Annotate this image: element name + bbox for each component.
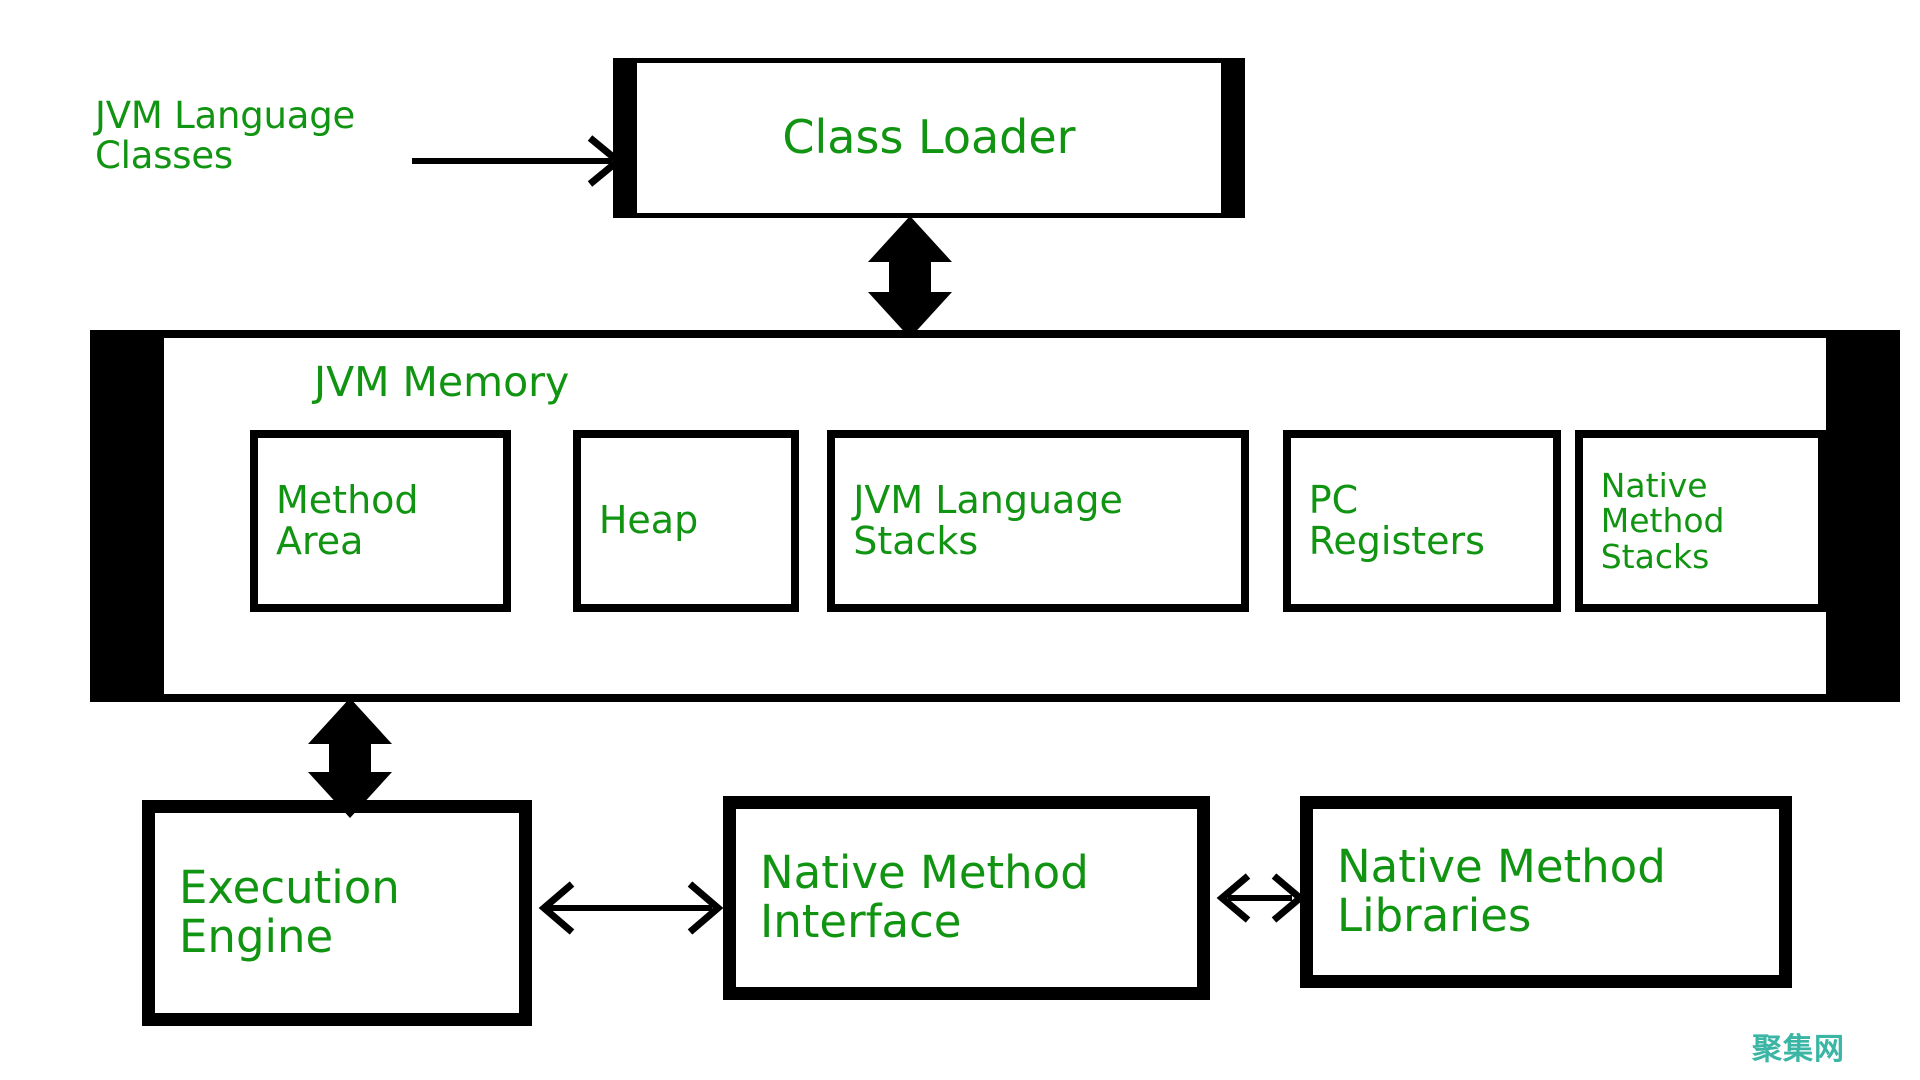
memory-area-label: Method Area: [276, 477, 419, 563]
native-method-interface-box[interactable]: Native Method Interface: [723, 796, 1210, 1000]
memory-area-method-area[interactable]: Method Area: [250, 430, 511, 612]
jvm-memory-title: JVM Memory: [314, 358, 570, 406]
spacer: [1561, 430, 1575, 612]
memory-area-label: Native Method Stacks: [1600, 465, 1725, 576]
memory-area-pc-registers[interactable]: PC Registers: [1282, 430, 1561, 612]
spacer: [1249, 430, 1283, 612]
memory-area-label: JVM Language Stacks: [853, 477, 1123, 563]
arrow-execution-engine-to-native-interface: [538, 881, 724, 935]
jvm-language-classes-label: JVM Language Classes: [95, 94, 356, 177]
memory-area-jvm-language-stacks[interactable]: JVM Language Stacks: [827, 430, 1249, 612]
arrow-native-interface-to-native-libraries: [1216, 873, 1306, 923]
memory-area-heap[interactable]: Heap: [572, 430, 800, 612]
memory-area-native-method-stacks[interactable]: Native Method Stacks: [1574, 430, 1826, 612]
native-method-interface-label: Native Method Interface: [760, 846, 1089, 948]
jvm-memory-container[interactable]: JVM Memory Method Area Heap JVM Language…: [90, 330, 1900, 702]
jvm-memory-areas-row: Method Area Heap JVM Language Stacks PC …: [250, 430, 1826, 612]
watermark: 聚集网: [1752, 1032, 1845, 1067]
class-loader-box[interactable]: Class Loader: [613, 58, 1245, 218]
spacer: [799, 430, 827, 612]
spacer: [511, 430, 573, 612]
native-method-libraries-label: Native Method Libraries: [1337, 840, 1666, 942]
execution-engine-label: Execution Engine: [179, 861, 400, 963]
execution-engine-box[interactable]: Execution Engine: [142, 800, 532, 1026]
memory-area-label: PC Registers: [1308, 477, 1485, 563]
memory-area-label: Heap: [598, 498, 699, 543]
native-method-libraries-box[interactable]: Native Method Libraries: [1300, 796, 1792, 988]
class-loader-label: Class Loader: [782, 110, 1076, 165]
block-arrow-class-loader-to-jvm-memory: [868, 216, 952, 338]
